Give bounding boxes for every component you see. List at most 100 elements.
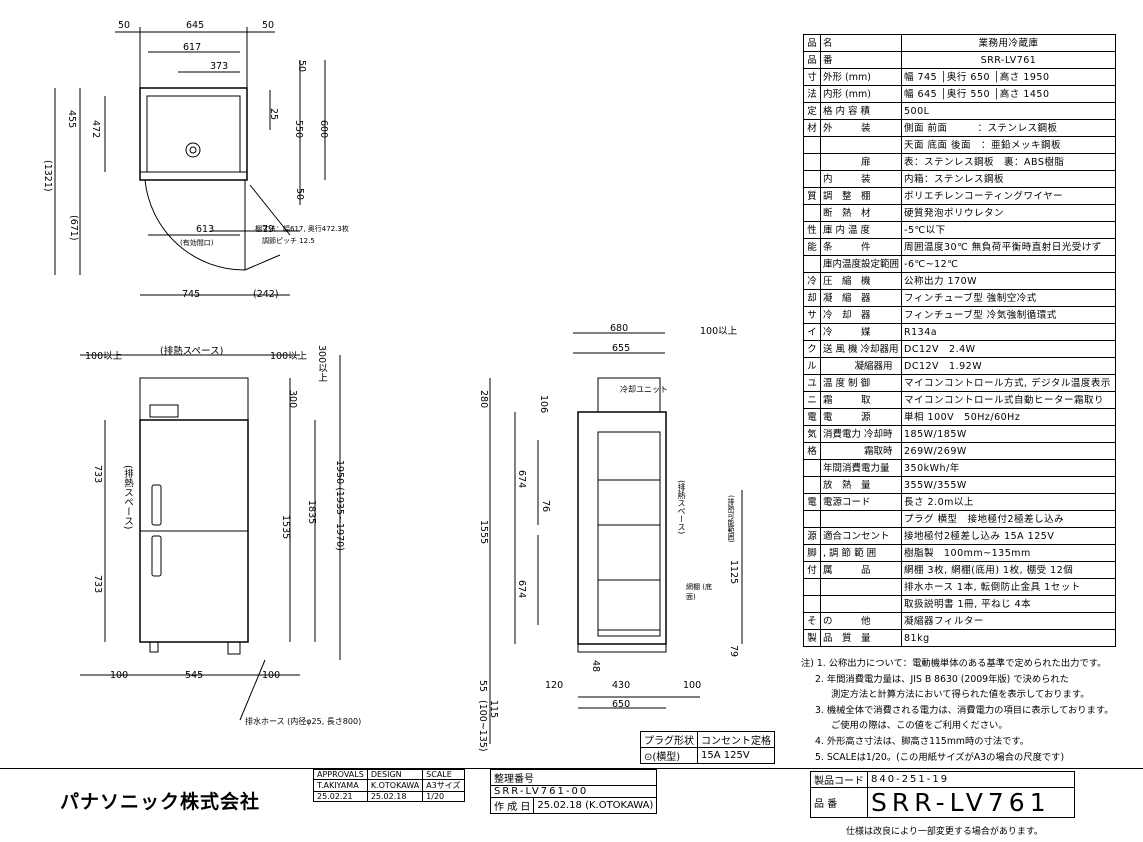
spec-category: 品 bbox=[803, 34, 821, 52]
dim-label: 76 bbox=[540, 500, 551, 513]
note-line: 4. 外形高さ寸法は、脚高さ115mm時の寸法です。 bbox=[815, 735, 1030, 747]
note-line: 3. 機械全体で消費される電力は、消費電力の項目に表示しております。 bbox=[815, 704, 1114, 716]
spec-label: 消費電力 冷却時 bbox=[819, 425, 903, 443]
spec-category bbox=[803, 595, 821, 613]
spec-value: 269W/269W bbox=[901, 442, 1116, 460]
spec-row: 電電源コード長さ 2.0m以上 bbox=[803, 493, 1116, 511]
spec-row: 却凝 縮 器フィンチューブ型 強制空冷式 bbox=[803, 289, 1116, 307]
spec-label: 属 品 bbox=[819, 561, 903, 579]
spec-category: 製 bbox=[803, 629, 821, 647]
dim-label: 網棚 (底面) bbox=[686, 583, 712, 601]
dim-label: (排熱スペース) bbox=[160, 346, 224, 357]
spec-category: 冷 bbox=[803, 272, 821, 290]
sakusei-value: 25.02.18 (K.OTOKAWA) bbox=[533, 797, 658, 814]
spec-label: 条 件 bbox=[819, 238, 903, 256]
dim-label: (排熱スペース) bbox=[122, 465, 133, 530]
spec-value: 接地極付2極差し込み 15A 125V bbox=[901, 527, 1116, 545]
spec-category: そ bbox=[803, 612, 821, 630]
spec-row: 断 熱 材硬質発泡ポリウレタン bbox=[803, 204, 1116, 222]
cooling-unit-label: 冷却ユニット bbox=[620, 385, 668, 394]
dim-label: (671) bbox=[68, 215, 79, 241]
dim-label: 655 bbox=[612, 343, 631, 354]
spec-row: 庫内温度設定範囲-6℃~12℃ bbox=[803, 255, 1116, 273]
spec-label: 庫 内 温 度 bbox=[819, 221, 903, 239]
spec-value: ポリエチレンコーティングワイヤー bbox=[901, 187, 1116, 205]
scale-header: SCALE bbox=[422, 769, 465, 780]
spec-value: 取扱説明書 1冊, 平ねじ 4本 bbox=[901, 595, 1116, 613]
spec-category bbox=[803, 255, 821, 273]
dim-label: 674 bbox=[516, 470, 527, 489]
spec-row: 天面 底面 後面 ：亜鉛メッキ鋼板 bbox=[803, 136, 1116, 154]
dim-label: 120 bbox=[545, 680, 564, 691]
spec-label: 外形 (mm) bbox=[819, 68, 903, 86]
dim-label: 472 bbox=[90, 120, 101, 139]
spec-category: ニ bbox=[803, 391, 821, 409]
dim-label: 100 bbox=[262, 670, 281, 681]
designer: K.OTOKAWA bbox=[366, 779, 424, 792]
spec-category bbox=[803, 170, 821, 188]
spec-label: 放 熱 量 bbox=[819, 476, 903, 494]
spec-value: 内箱：ステンレス鋼板 bbox=[901, 170, 1116, 188]
notes: 注) 1. 公称出力について：電動機単体のある基準で定められた出力です。 2. … bbox=[801, 656, 1131, 765]
side-view bbox=[489, 332, 743, 744]
spec-row: プラグ 横型 接地極付2極差し込み bbox=[803, 510, 1116, 528]
spec-category bbox=[803, 153, 821, 171]
spec-category: 能 bbox=[803, 238, 821, 256]
spec-label: 温 度 制 御 bbox=[819, 374, 903, 392]
plug-col1: プラグ形状 bbox=[640, 731, 698, 748]
spec-value: フィンチューブ型 強制空冷式 bbox=[901, 289, 1116, 307]
plug-icon: ⊙ bbox=[644, 752, 653, 763]
spec-row: 法内形 (mm)幅 645 │奥行 550 │高さ 1450 bbox=[803, 85, 1116, 103]
spec-value: 側面 前面 ：ステンレス鋼板 bbox=[901, 119, 1116, 137]
spec-category: 電 bbox=[803, 408, 821, 426]
dim-label: 430 bbox=[612, 680, 631, 691]
dim-label: 674 bbox=[516, 580, 527, 599]
title-block-border bbox=[0, 768, 1143, 769]
dim-label: 100 bbox=[683, 680, 702, 691]
dim-label: 55 bbox=[477, 680, 488, 693]
note-line: 5. SCALEは1/20。(この用紙サイズがA3の場合の尺度です) bbox=[815, 751, 1065, 763]
dimension-labels: 50 645 50 617 373 50 25 455 472 550 600 … bbox=[42, 20, 739, 752]
spec-value: 表：ステンレス鋼板 裏：ABS樹脂 bbox=[901, 153, 1116, 171]
front-view bbox=[80, 354, 341, 721]
approver: T.AKIYAMA bbox=[313, 779, 368, 792]
note-line: ご使用の際は、この値をご利用ください。 bbox=[831, 720, 1008, 732]
dim-label: 550 bbox=[293, 120, 304, 139]
spec-category: 電 bbox=[803, 493, 821, 511]
dim-label: 50 bbox=[296, 60, 307, 73]
dim-label: 545 bbox=[185, 670, 204, 681]
dim-label: 373 bbox=[210, 61, 229, 72]
footer-note: 仕様は改良により一部変更する場合があります。 bbox=[846, 827, 1043, 837]
sakusei-label: 作 成 日 bbox=[489, 797, 535, 814]
spec-value: 500L bbox=[901, 102, 1116, 120]
scale-value: 1/20 bbox=[422, 791, 465, 802]
spec-value: 350kWh/年 bbox=[901, 459, 1116, 477]
spec-label: 適合コンセント bbox=[819, 527, 903, 545]
dim-label: 733 bbox=[92, 465, 103, 484]
spec-value: 天面 底面 後面 ：亜鉛メッキ鋼板 bbox=[901, 136, 1116, 154]
spec-value: 公称出力 170W bbox=[901, 272, 1116, 290]
spec-value: SRR-LV761 bbox=[901, 51, 1116, 69]
dim-label: (排熱可能範囲) bbox=[727, 495, 735, 543]
spec-label: , 調 節 範 囲 bbox=[819, 544, 903, 562]
dim-label: 680 bbox=[610, 323, 629, 334]
dim-label: 79 bbox=[262, 224, 275, 235]
dim-label: 645 bbox=[186, 20, 205, 31]
hinban-label: 品 番 bbox=[810, 787, 868, 818]
design-date: 25.02.18 bbox=[366, 791, 424, 802]
spec-value: 凝縮器フィルター bbox=[901, 612, 1116, 630]
approve-date: 25.02.21 bbox=[313, 791, 368, 802]
design-header: DESIGN bbox=[366, 769, 424, 780]
spec-row: ユ温 度 制 御マイコンコントロール方式, デジタル温度表示 bbox=[803, 374, 1116, 392]
dim-label: 613 bbox=[196, 224, 215, 235]
spec-value: 81kg bbox=[901, 629, 1116, 647]
spec-category: イ bbox=[803, 323, 821, 341]
spec-value: 業務用冷蔵庫 bbox=[901, 34, 1116, 52]
dim-label: 48 bbox=[590, 660, 601, 673]
spec-value: 網棚 3枚, 網棚(底用) 1枚, 棚受 12個 bbox=[901, 561, 1116, 579]
